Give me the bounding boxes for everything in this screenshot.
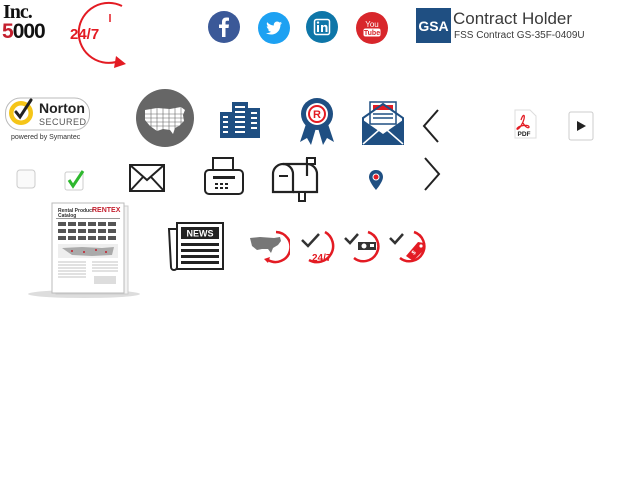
usa-map-circle-icon[interactable] — [135, 88, 195, 148]
pricing-tag-badge-icon[interactable]: $ — [388, 228, 430, 264]
mailbox-icon[interactable] — [270, 156, 320, 202]
newsletter-envelope-icon[interactable] — [361, 96, 405, 146]
pdf-label: PDF — [518, 131, 531, 138]
fax-icon[interactable] — [203, 156, 245, 196]
service-24-7-badge-icon[interactable]: 24/7 — [299, 228, 341, 266]
newspaper-icon[interactable]: NEWS — [167, 221, 225, 271]
service-24-7-label: 24/7 — [312, 253, 332, 264]
facebook-icon[interactable] — [208, 11, 240, 43]
norton-secured-badge: Norton SECURED powered by Symantec — [5, 96, 95, 144]
linkedin-icon[interactable] — [306, 11, 338, 43]
chevron-right-icon[interactable] — [421, 156, 443, 192]
catalog-title: Rental Product Catalog — [58, 208, 94, 219]
svg-text:Tube: Tube — [364, 30, 380, 37]
svg-text:$: $ — [411, 250, 418, 257]
norton-secured: SECURED — [39, 117, 87, 127]
news-label: NEWS — [187, 229, 214, 239]
inc-number: 5000 — [2, 20, 46, 44]
equipment-delivery-badge-icon[interactable] — [344, 228, 384, 264]
svg-text:R: R — [313, 109, 321, 121]
pdf-icon[interactable]: PDF — [511, 108, 539, 140]
availability-24-7-icon: 24/7 — [66, 0, 130, 72]
checkbox-unchecked[interactable] — [16, 169, 36, 189]
norton-name: Norton — [39, 100, 85, 116]
catalog-brand: RENTEX — [92, 207, 121, 214]
product-catalog-thumbnail[interactable]: Rental Product Catalog RENTEX — [22, 200, 140, 300]
gsa-contract-logo: GSA Contract Holder FSS Contract GS-35F-… — [416, 8, 626, 44]
chevron-left-icon[interactable] — [420, 108, 442, 144]
gsa-subtitle: FSS Contract GS-35F-0409U — [454, 30, 585, 41]
play-video-icon[interactable] — [568, 111, 594, 141]
office-buildings-icon[interactable] — [218, 96, 262, 140]
award-ribbon-icon[interactable]: R — [294, 96, 340, 146]
usa-coverage-badge-icon[interactable] — [248, 228, 290, 264]
youtube-icon[interactable]: You Tube — [356, 12, 388, 44]
email-icon[interactable] — [129, 164, 165, 192]
inc-number-dark: 000 — [12, 20, 46, 43]
inc-5000-logo: Inc. 5000 — [2, 1, 58, 45]
gsa-logo-box: GSA — [416, 8, 451, 43]
checkbox-checked[interactable] — [64, 169, 88, 191]
availability-label: 24/7 — [70, 26, 99, 43]
inc-word: Inc. — [3, 1, 33, 23]
inc-number-red: 5 — [2, 20, 14, 43]
norton-powered-by: powered by Symantec — [11, 134, 81, 141]
svg-text:You: You — [365, 20, 379, 29]
gsa-title: Contract Holder — [453, 9, 573, 28]
map-pin-icon[interactable] — [368, 169, 384, 191]
twitter-icon[interactable] — [258, 12, 290, 44]
